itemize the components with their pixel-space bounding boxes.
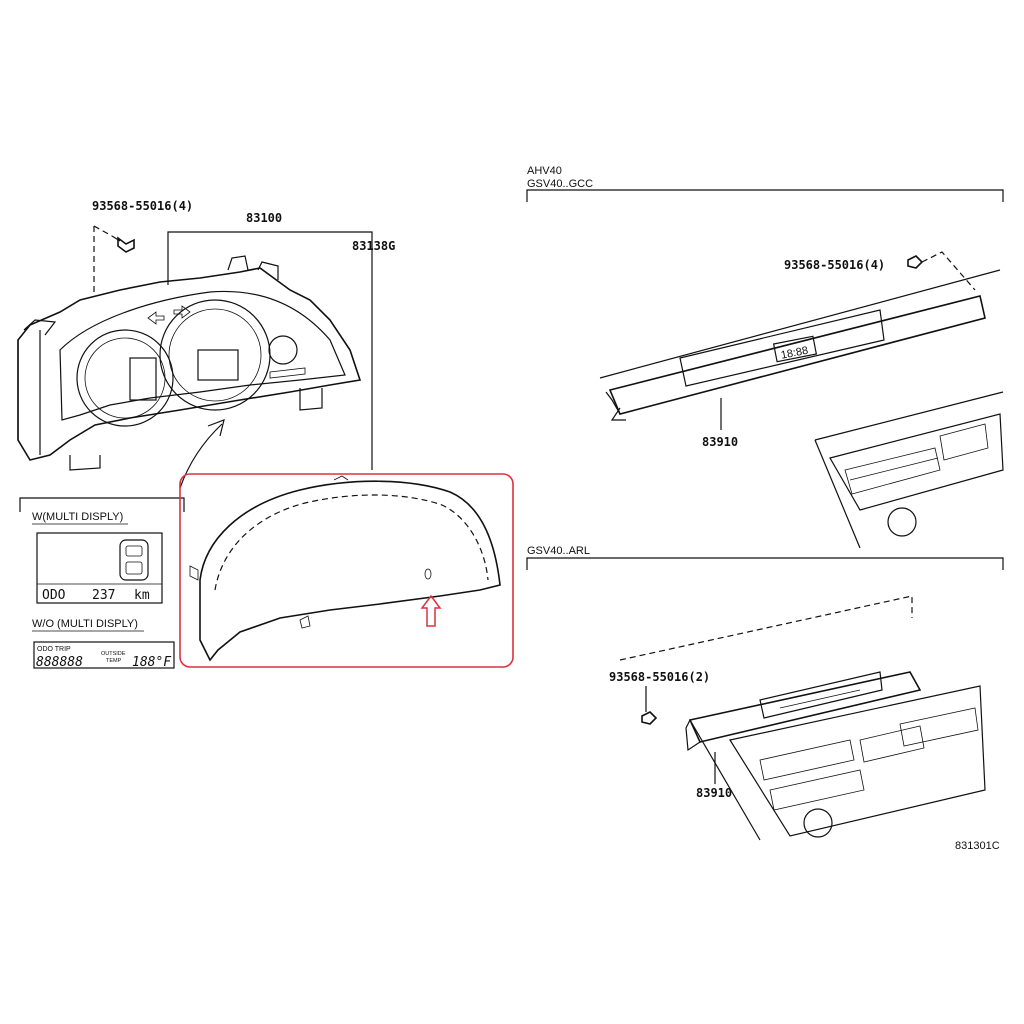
odo-value: 237 bbox=[92, 588, 115, 603]
display-unit-bottom bbox=[685, 671, 922, 752]
display-unit-top: 18:88 bbox=[599, 269, 1001, 421]
with-multi-title: W(MULTI DISPLY) bbox=[32, 511, 123, 523]
display-top-label: 83910 bbox=[702, 435, 738, 449]
instrument-cluster bbox=[17, 255, 362, 471]
lens-part-label: 83138G bbox=[352, 239, 395, 253]
dashboard-vents-top bbox=[814, 391, 1004, 549]
bolt-bottom-right-icon bbox=[641, 711, 658, 725]
lcd-temp: TEMP bbox=[106, 658, 122, 664]
assembly-arrow-curve bbox=[179, 423, 223, 489]
highlight-box bbox=[179, 473, 514, 668]
clock-digits: 18:88 bbox=[780, 345, 809, 362]
bolt-left-icon bbox=[111, 235, 135, 253]
lcd-outside: OUTSIDE bbox=[101, 651, 126, 657]
up-arrow-icon bbox=[420, 594, 442, 627]
section-bottom-label: GSV40..ARL bbox=[527, 545, 590, 557]
section-top-label-2: GSV40..GCC bbox=[527, 178, 593, 190]
lcd-temp-digits: 188°F bbox=[132, 655, 172, 670]
car-door-icon bbox=[119, 539, 149, 581]
inset-no-multi-display: W/O (MULTI DISPLY) ODO TRIP 888888 OUTSI… bbox=[32, 618, 175, 670]
dashboard-vents-bottom bbox=[689, 685, 986, 841]
cluster-part-label: 83100 bbox=[246, 211, 282, 225]
diagram-id: 831301C bbox=[955, 840, 1000, 852]
lcd-odo-trip: ODO TRIP bbox=[37, 646, 71, 653]
bolt-top-right-icon bbox=[907, 255, 924, 269]
lcd-digits: 888888 bbox=[36, 655, 83, 670]
section-top-label: AHV40 bbox=[527, 165, 562, 177]
assembly-arrow-head-icon bbox=[207, 419, 225, 437]
bolt-left-label: 93568-55016(4) bbox=[92, 199, 193, 213]
bolt-top-right-label: 93568-55016(4) bbox=[784, 258, 885, 272]
without-multi-title: W/O (MULTI DISPLY) bbox=[32, 618, 138, 630]
odo-unit: km bbox=[134, 588, 150, 603]
bolt-bottom-right-label: 93568-55016(2) bbox=[609, 670, 710, 684]
lens-part bbox=[189, 475, 501, 662]
odo-label: ODO bbox=[42, 588, 66, 603]
inset-multi-display: W(MULTI DISPLY) ODO 237 km bbox=[32, 511, 163, 604]
display-bottom-label: 83910 bbox=[696, 786, 732, 800]
